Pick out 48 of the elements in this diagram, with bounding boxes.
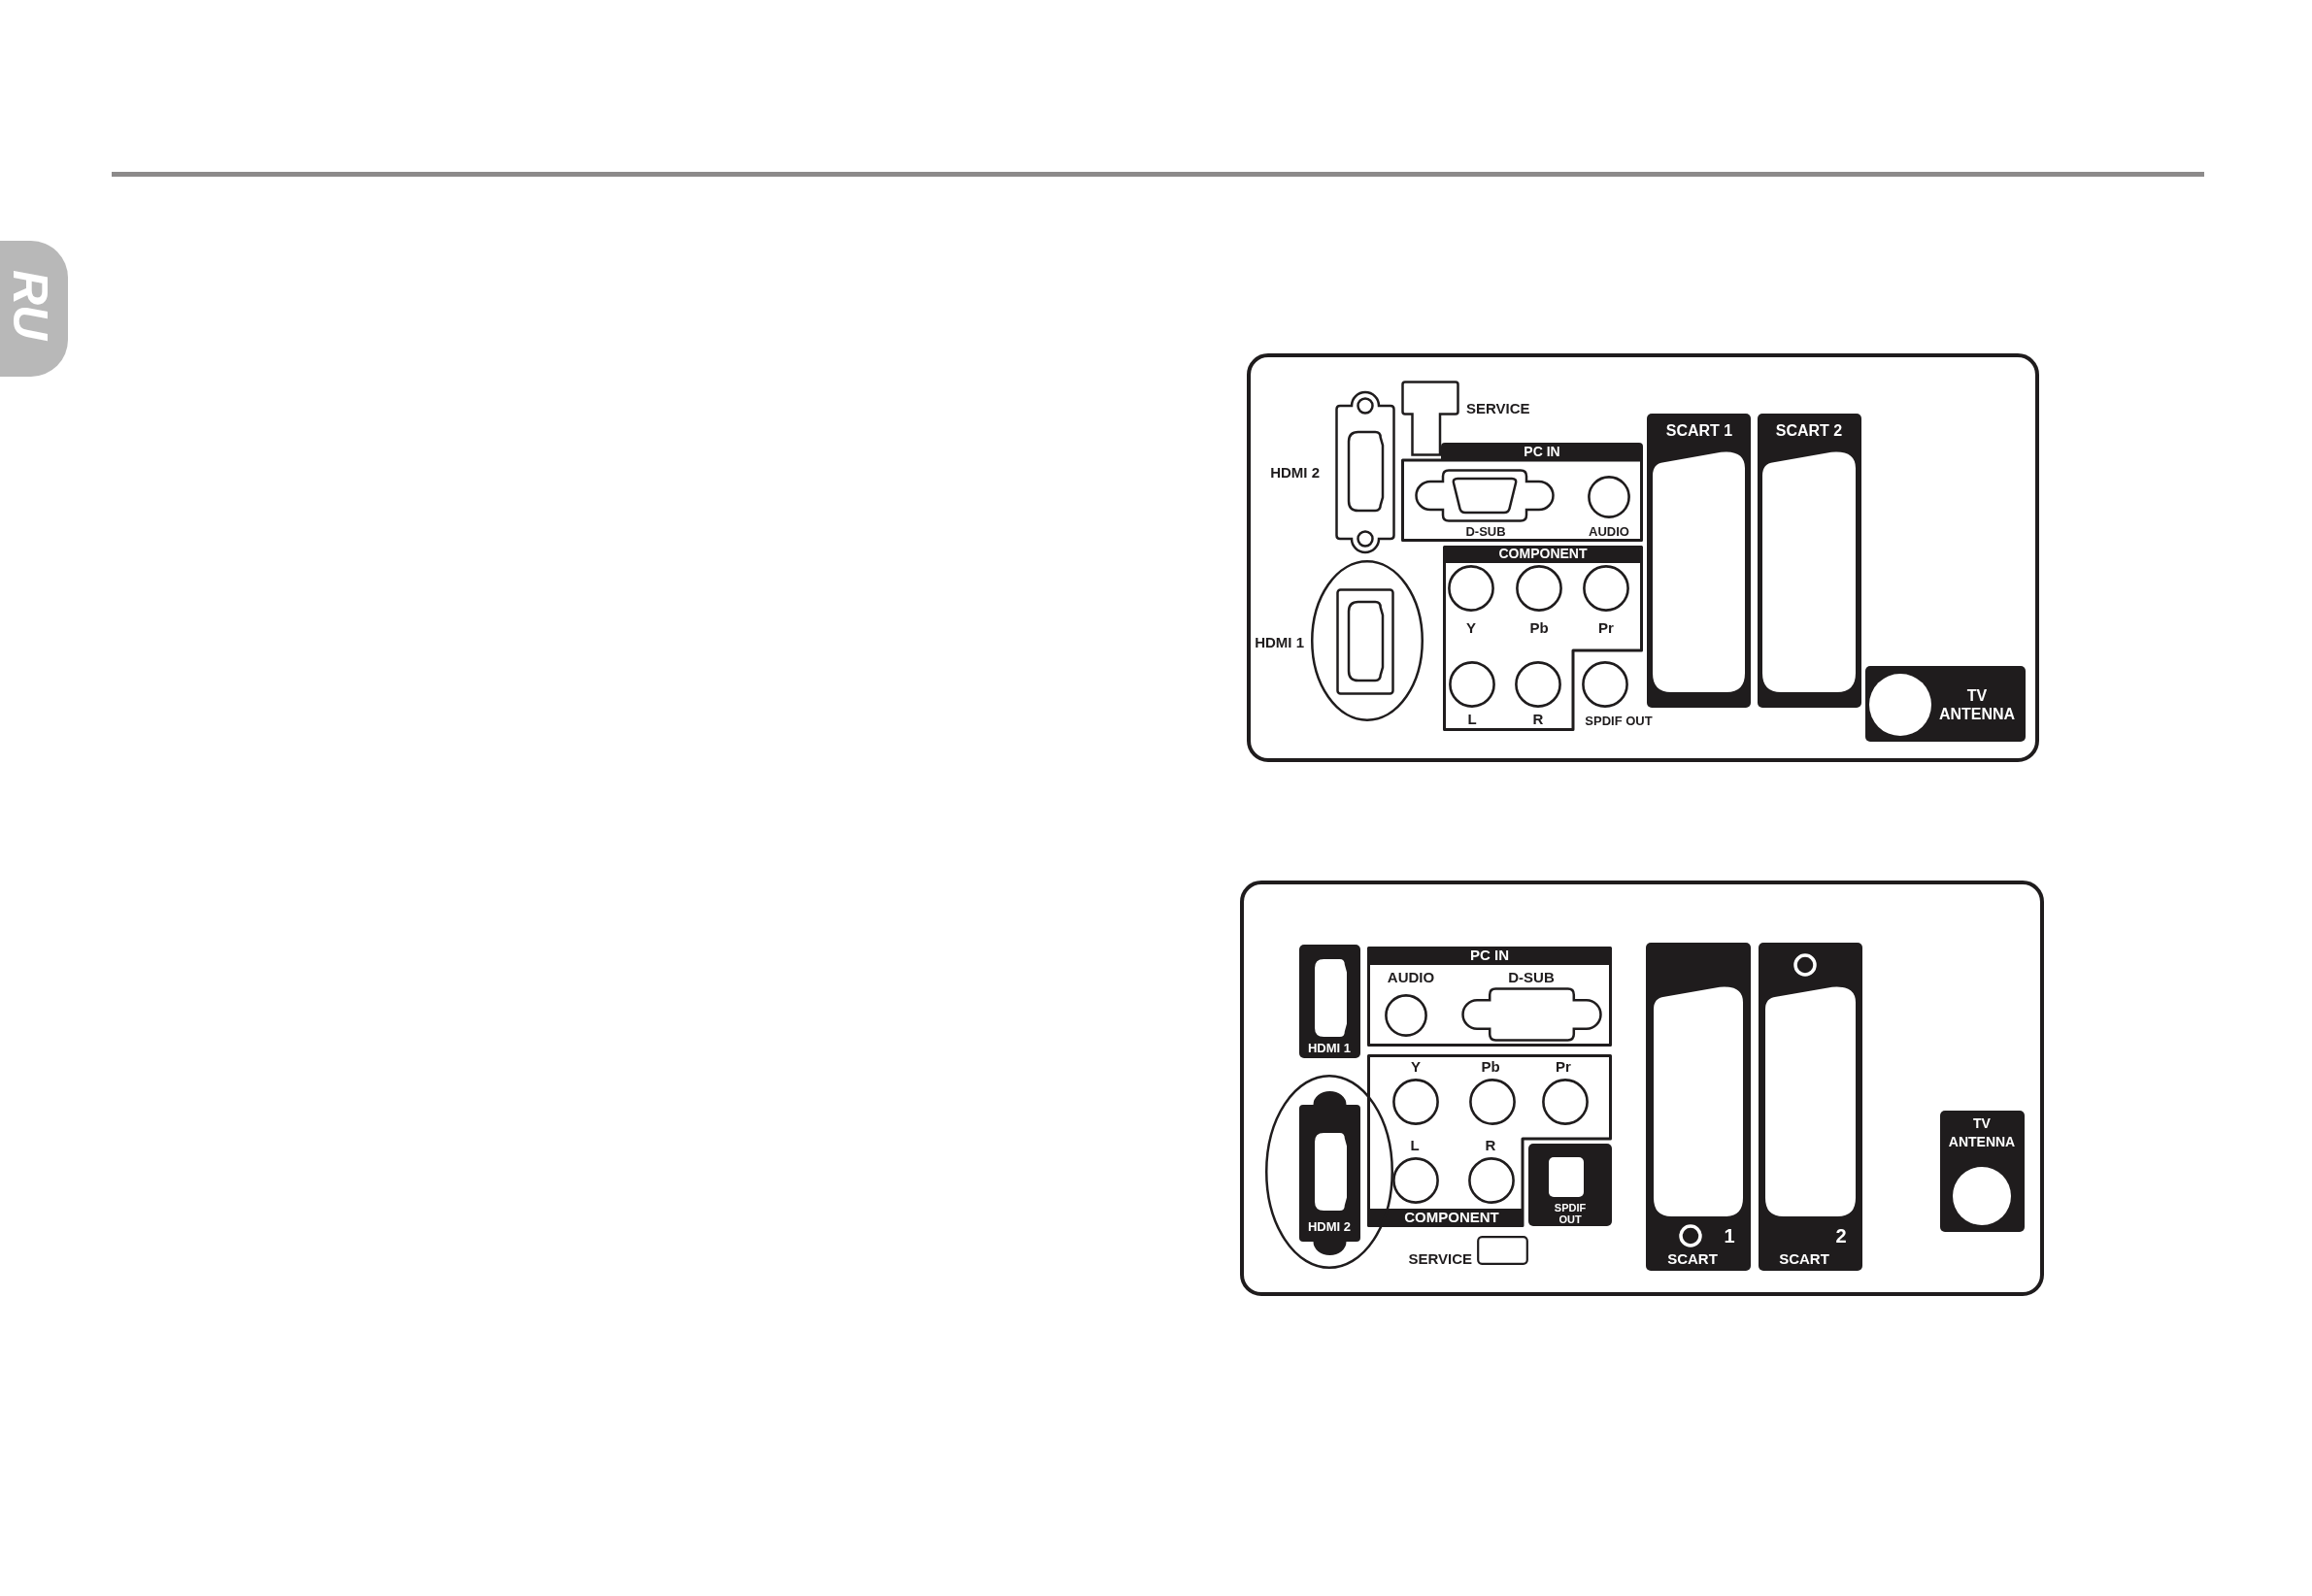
language-label: RU bbox=[6, 269, 54, 341]
port-label: Pr bbox=[1556, 1058, 1571, 1076]
port-group-frame bbox=[1401, 443, 1643, 542]
port-label: TV ANTENNA bbox=[1947, 1114, 2017, 1151]
port-label: Pb bbox=[1481, 1058, 1500, 1076]
connector-plate bbox=[1758, 414, 1861, 708]
back-panel bbox=[1247, 353, 2039, 762]
port-label: HDMI 1 bbox=[1255, 634, 1304, 651]
port-label: SCART bbox=[1667, 1250, 1718, 1268]
port-label: SERVICE bbox=[1408, 1250, 1472, 1268]
port-label: PC IN bbox=[1367, 947, 1612, 965]
language-tab bbox=[0, 241, 68, 377]
port-label: PC IN bbox=[1441, 443, 1643, 461]
connector-plate bbox=[1865, 666, 2026, 742]
port-number: 1 bbox=[1724, 1224, 1735, 1247]
port-label: Y bbox=[1466, 619, 1476, 637]
port-label: AUDIO bbox=[1589, 524, 1629, 540]
port-label: Pr bbox=[1598, 619, 1614, 637]
port-label: D-SUB bbox=[1508, 969, 1555, 986]
port-group-frame bbox=[1367, 947, 1612, 1047]
port-label: HDMI 2 bbox=[1307, 1219, 1352, 1235]
port-label: HDMI 2 bbox=[1270, 464, 1320, 482]
connector-plate bbox=[1528, 1144, 1612, 1226]
port-label: SCART 2 bbox=[1775, 422, 1843, 440]
port-label: TV ANTENNA bbox=[1937, 686, 2017, 723]
connector-plate bbox=[1940, 1111, 2025, 1232]
port-label: D-SUB bbox=[1465, 524, 1506, 540]
port-label: R bbox=[1485, 1137, 1496, 1154]
port-number: 2 bbox=[1835, 1224, 1847, 1247]
port-label: SCART bbox=[1779, 1250, 1829, 1268]
port-label: SPDIF OUT bbox=[1585, 714, 1653, 729]
port-label: HDMI 1 bbox=[1307, 1041, 1352, 1056]
port-label: AUDIO bbox=[1387, 969, 1435, 986]
connector-plate bbox=[1646, 943, 1751, 1271]
port-label: COMPONENT bbox=[1443, 546, 1643, 563]
port-label: COMPONENT bbox=[1367, 1209, 1523, 1227]
port-label: Pb bbox=[1529, 619, 1549, 637]
back-panel bbox=[1240, 881, 2044, 1296]
connector-plate bbox=[1759, 943, 1862, 1271]
port-label: R bbox=[1532, 711, 1544, 728]
port-label: SPDIF OUT bbox=[1553, 1202, 1588, 1225]
connector-plate bbox=[1647, 414, 1751, 708]
port-label: L bbox=[1467, 711, 1477, 728]
port-label: Y bbox=[1411, 1058, 1421, 1076]
port-label: SERVICE bbox=[1466, 400, 1530, 417]
port-label: L bbox=[1410, 1137, 1420, 1154]
connector-plate bbox=[1299, 945, 1360, 1058]
port-label: SCART 1 bbox=[1665, 422, 1733, 440]
